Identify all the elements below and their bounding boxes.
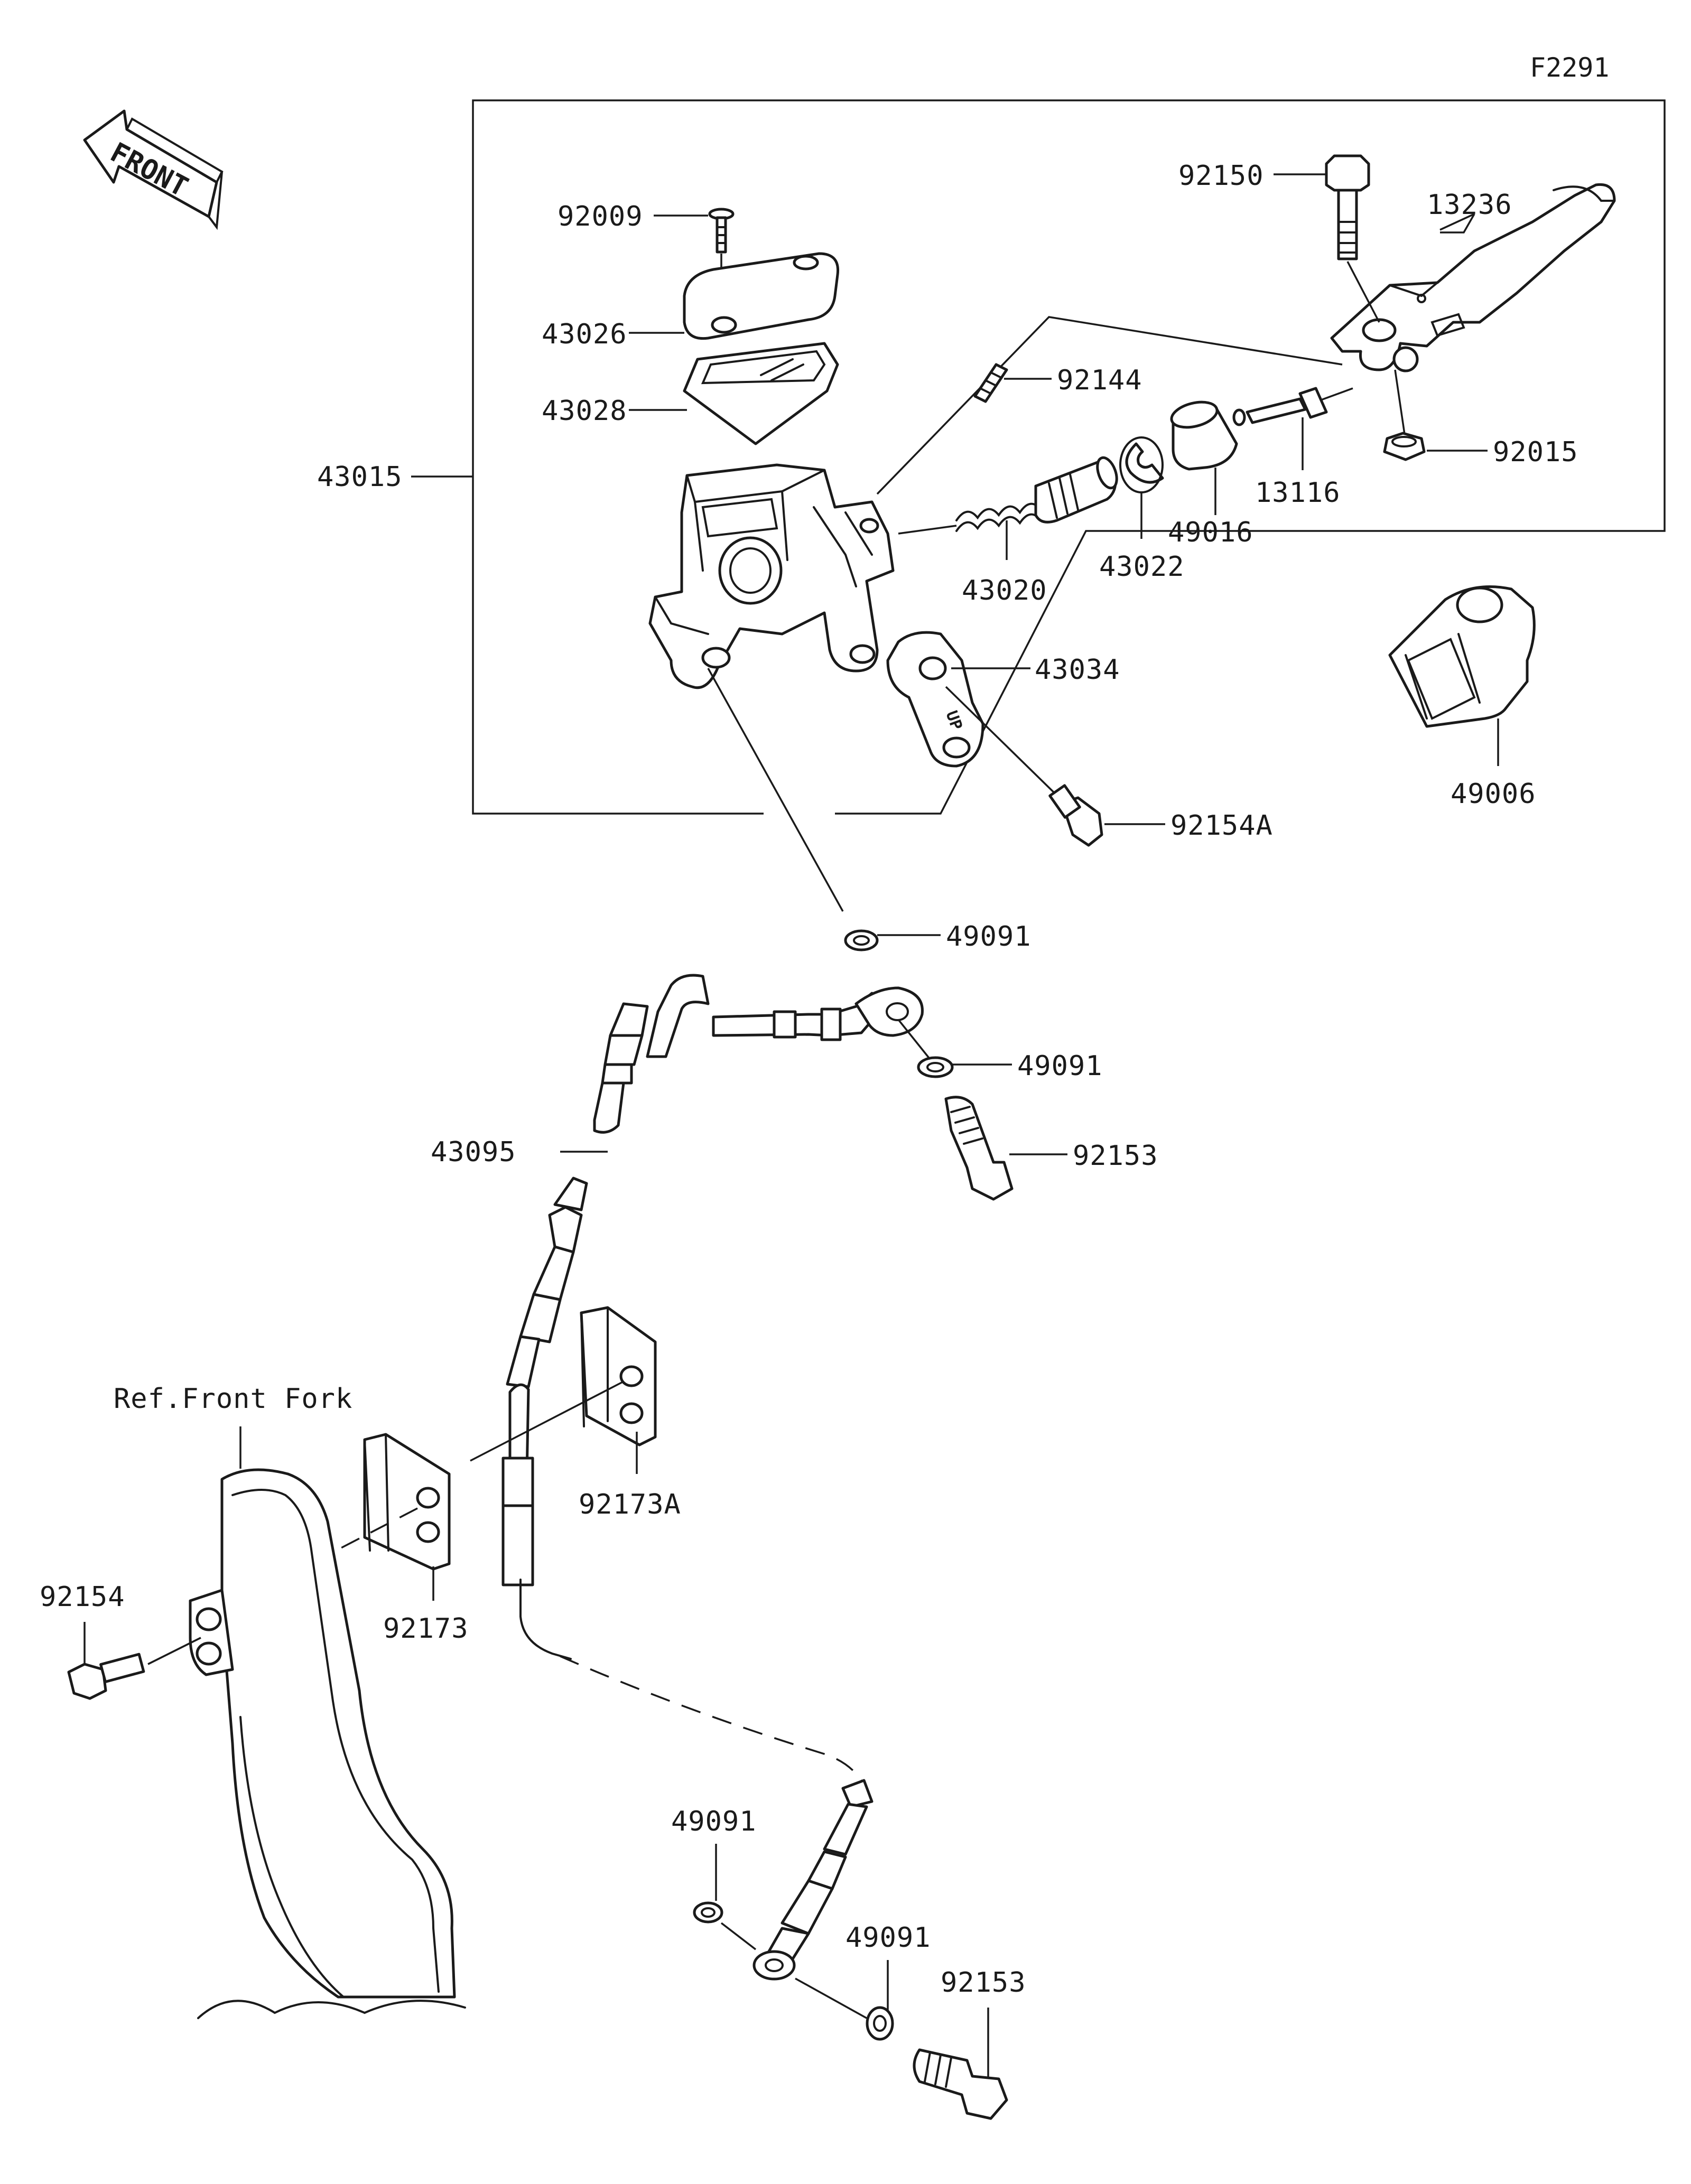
callout-92173A: 92173A: [579, 1489, 681, 1520]
callout-49091-d: 49091: [846, 1922, 931, 1954]
lever-13236: [1330, 183, 1616, 372]
callout-92009: 92009: [558, 201, 643, 232]
bracket-92173: [363, 1433, 451, 1571]
callout-43020: 43020: [962, 575, 1047, 606]
callout-49091-c: 49091: [671, 1806, 757, 1837]
callout-13116: 13116: [1255, 477, 1341, 509]
bolt-92150: [1325, 154, 1370, 260]
brake-hose-43095-middle: [501, 1177, 588, 1660]
callout-43022: 43022: [1099, 551, 1185, 583]
bolt-92154A: [1048, 784, 1103, 847]
front-arrow-icon: FRONT: [83, 109, 224, 230]
callout-49016: 49016: [1168, 517, 1253, 548]
diaphragm-43028: [683, 342, 839, 445]
banjo-bolt-92153-upper: [944, 1096, 1014, 1201]
nut-92015: [1383, 432, 1426, 461]
dust-boot-49016: [1170, 400, 1238, 471]
brake-hose-43095-upper: [593, 974, 924, 1134]
callout-49006: 49006: [1451, 778, 1536, 810]
banjo-bolt-92153-lower: [913, 2048, 1008, 2120]
washer-49091-mid: [917, 1056, 954, 1078]
front-fork-reference: [189, 1468, 466, 2019]
master-cylinder-body: [648, 463, 895, 689]
reference-label: Ref.Front Fork: [114, 1383, 352, 1415]
reservoir-cap-43026: [683, 252, 840, 340]
callout-92153-a: 92153: [1073, 1140, 1158, 1172]
clamp-43034: UP: [886, 631, 984, 768]
callout-49091-a: 49091: [946, 921, 1032, 953]
boot-cover-49006: [1388, 585, 1536, 728]
callout-92015: 92015: [1493, 436, 1578, 468]
callout-92154: 92154: [40, 1581, 125, 1613]
figure-code: F2291: [1530, 52, 1610, 83]
bracket-92173A: [580, 1306, 657, 1446]
washer-49091-lower-right: [866, 2006, 894, 2041]
spring-92144: [973, 363, 1008, 403]
callout-43028: 43028: [542, 395, 627, 427]
callout-43015: 43015: [317, 461, 403, 493]
bolt-92154: [67, 1653, 145, 1700]
brake-hose-43095-lower: [752, 1779, 874, 1981]
callout-92150: 92150: [1178, 160, 1264, 192]
callout-13236: 13236: [1427, 189, 1512, 221]
piston-spring-43020: [955, 456, 1118, 532]
callout-92153-b: 92153: [941, 1967, 1026, 1999]
callout-92144: 92144: [1057, 365, 1142, 396]
screw-92009: [708, 208, 735, 254]
callout-43034: 43034: [1035, 654, 1120, 686]
washer-49091-lower-left: [693, 1901, 723, 1924]
circlip-43022: [1119, 436, 1164, 493]
callout-43095: 43095: [431, 1136, 516, 1168]
callout-92154A: 92154A: [1170, 810, 1273, 842]
callout-92173: 92173: [383, 1613, 469, 1645]
callout-49091-b: 49091: [1017, 1050, 1103, 1082]
push-rod-13116: [1232, 387, 1328, 426]
washer-49091-upper: [844, 929, 879, 951]
assembly-box: [472, 99, 1666, 815]
callout-43026: 43026: [542, 319, 627, 350]
